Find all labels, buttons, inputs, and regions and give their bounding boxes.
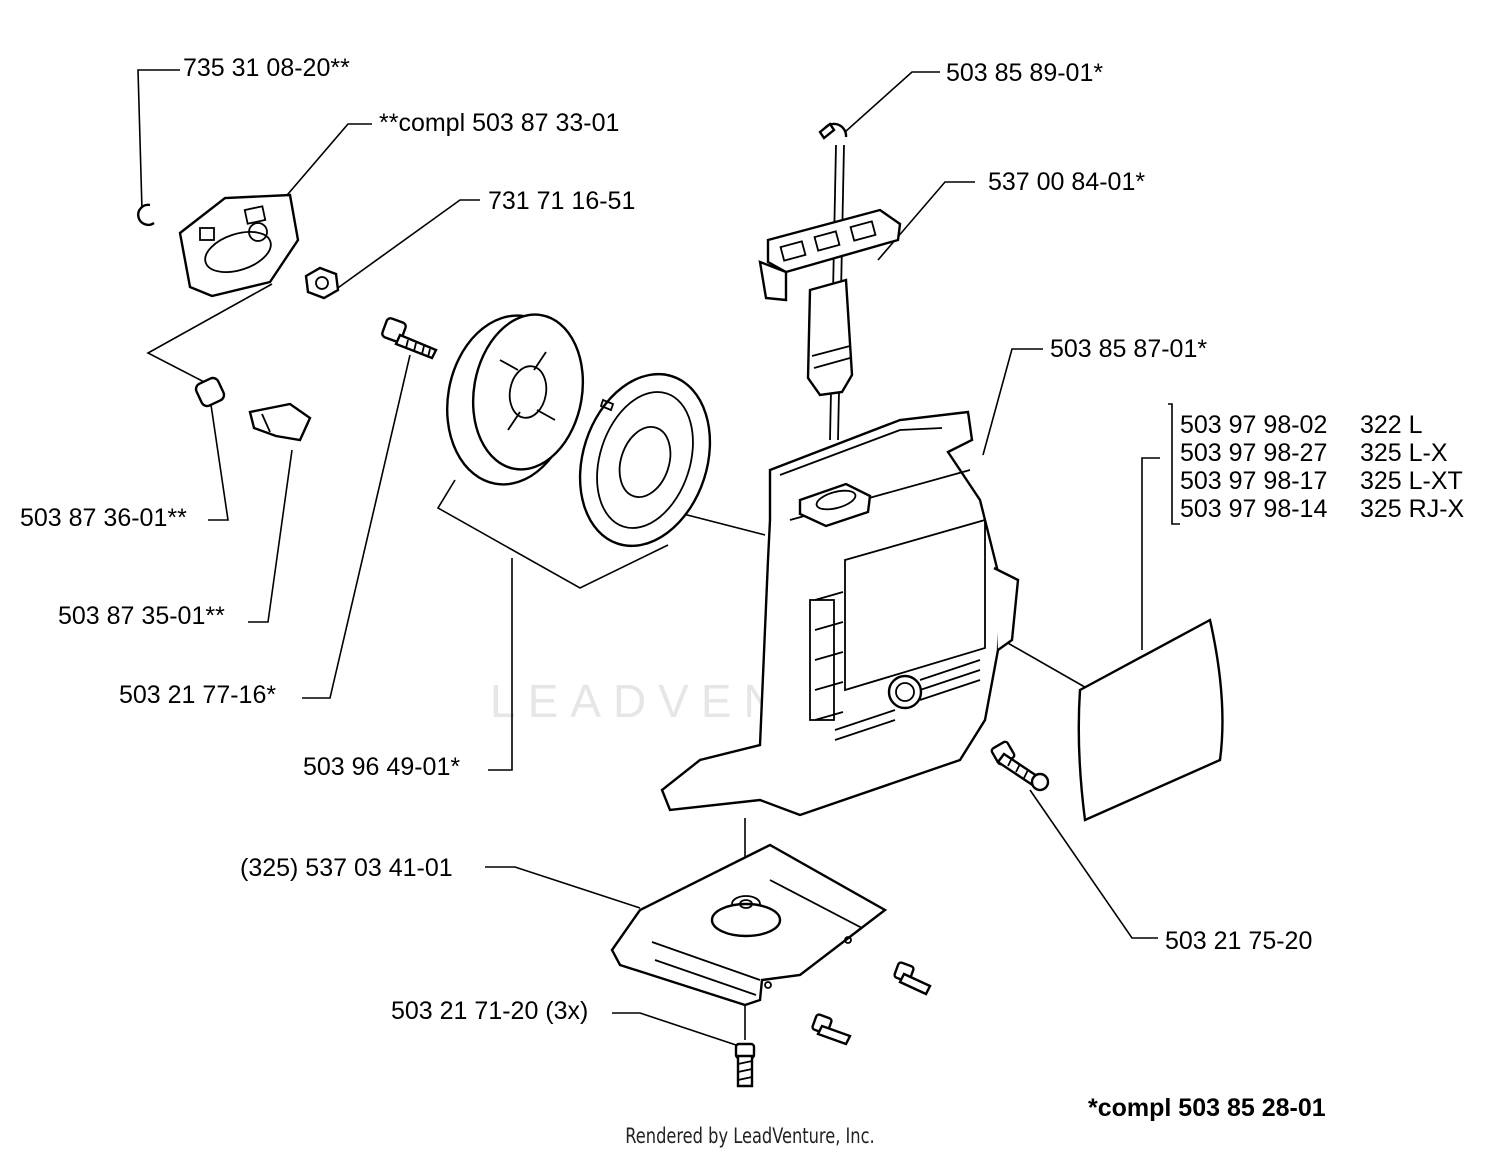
label-503-85-89-01: 503 85 89-01* [946, 59, 1104, 87]
decal [1077, 618, 1224, 822]
starter-pawl-cover [178, 193, 300, 298]
label-731-71-16-51: 731 71 16-51 [488, 187, 636, 215]
label-735-31-08-20: 735 31 08-20** [183, 54, 350, 82]
recoil-spring [578, 372, 712, 548]
label-503-21-71-20: 503 21 71-20 (3x) [391, 997, 589, 1025]
starter-handle [758, 208, 902, 397]
label-537-00-84-01: 537 00 84-01* [988, 168, 1146, 196]
screws-503-21-71 [734, 961, 932, 1088]
base-plate-537-03-41 [610, 843, 888, 1007]
label-503-87-35-01: 503 87 35-01** [58, 602, 225, 630]
footer-credit: Rendered by LeadVenture, Inc. [625, 1124, 875, 1148]
decal-model: 322 L [1360, 411, 1423, 439]
label-503-85-87-01: 503 85 87-01* [1050, 335, 1208, 363]
decal-part-number: 503 97 98-02 [1180, 411, 1328, 439]
leader-lines [137, 69, 1180, 1049]
nut-731-71-16 [304, 266, 340, 300]
label-503-87-36-01: 503 87 36-01** [20, 504, 187, 532]
pulley-503-96-49 [445, 313, 585, 486]
decal-model: 325 RJ-X [1360, 495, 1465, 523]
label-503-96-49-01: 503 96 49-01* [303, 753, 461, 781]
label-compl-503-87-33-01: **compl 503 87 33-01 [379, 109, 620, 137]
label-503-21-75-20: 503 21 75-20 [1165, 927, 1313, 955]
clip-735-31-08 [137, 203, 155, 226]
spring-503-87-36 [194, 376, 226, 408]
decal-part-number: 503 97 98-14 [1180, 495, 1328, 523]
label-537-03-41-01: (325) 537 03 41-01 [240, 854, 453, 882]
decal-part-number: 503 97 98-17 [1180, 467, 1328, 495]
screw-503-21-75 [990, 740, 1050, 792]
decal-model: 325 L-X [1360, 439, 1448, 467]
decal-part-number: 503 97 98-27 [1180, 439, 1328, 467]
decal-model: 325 L-XT [1360, 467, 1463, 495]
compl-note: *compl 503 85 28-01 [1088, 1094, 1326, 1122]
label-503-21-77-16: 503 21 77-16* [119, 681, 277, 709]
pawl-503-87-35 [248, 402, 312, 442]
starter-housing-503-85-87 [660, 410, 1020, 817]
screw-503-21-77 [381, 317, 438, 360]
